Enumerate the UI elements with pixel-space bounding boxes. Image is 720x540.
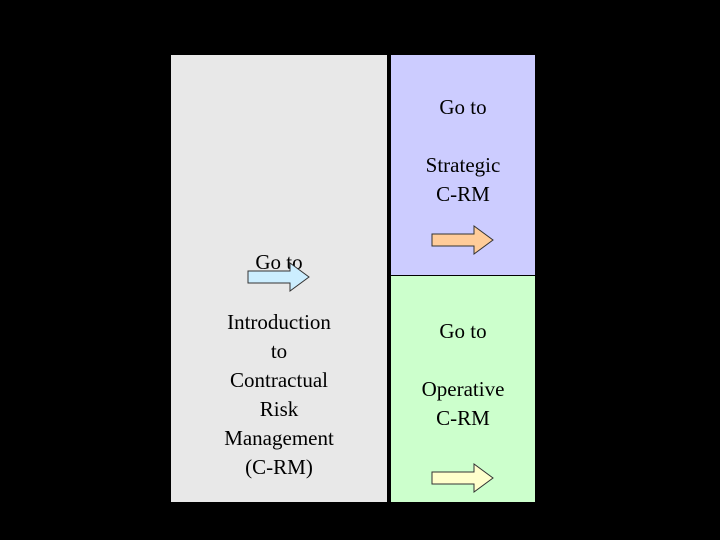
intro-title-line-1: Introduction [227, 310, 331, 334]
intro-arrow-shape [247, 262, 310, 292]
strategic-goto-label: Go to [439, 95, 487, 119]
intro-panel[interactable]: Go to Introduction to Contractual Risk M… [171, 55, 387, 502]
arrow-right-icon[interactable] [431, 463, 495, 493]
operative-panel[interactable]: Go to Operative C-RM [391, 276, 535, 502]
intro-title-line-3: Contractual [230, 368, 328, 392]
arrow-right-icon[interactable] [247, 262, 311, 292]
operative-title-line-1: Operative [421, 377, 505, 401]
arrow-right-icon[interactable] [431, 225, 495, 255]
operative-title-line-2: C-RM [436, 406, 490, 430]
strategic-title-line-2: C-RM [436, 182, 490, 206]
strategic-arrow-shape [431, 225, 494, 255]
intro-title-line-2: to [270, 339, 288, 363]
intro-title-line-5: Management [224, 426, 334, 450]
intro-title-line-4: Risk [259, 397, 299, 421]
strategic-title-line-1: Strategic [425, 153, 501, 177]
operative-goto-label: Go to [439, 319, 487, 343]
operative-arrow-shape [431, 463, 494, 493]
strategic-panel[interactable]: Go to Strategic C-RM [391, 55, 535, 275]
intro-title-line-6: (C-RM) [245, 455, 313, 479]
